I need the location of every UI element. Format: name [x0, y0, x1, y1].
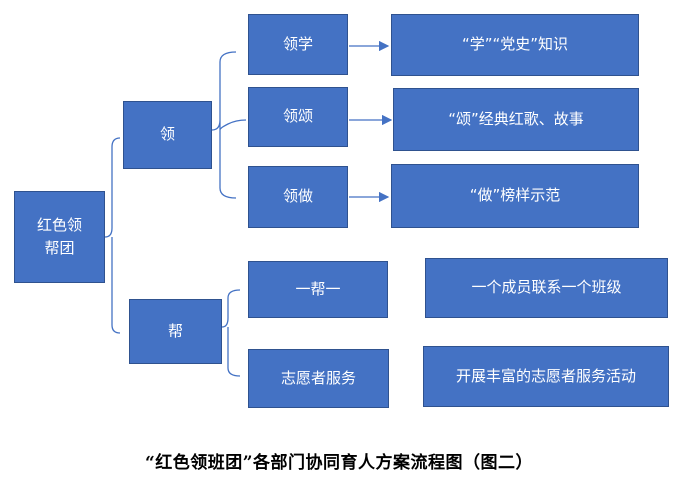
branch-ling-node: 领 — [123, 101, 212, 169]
root-node: 红色领 帮团 — [14, 191, 105, 283]
yibangyi-detail: 一个成员联系一个班级 — [425, 258, 668, 318]
ling-brace — [211, 51, 247, 199]
volunteer-node: 志愿者服务 — [248, 349, 389, 408]
root-label-line2: 帮团 — [44, 239, 75, 257]
branch-bang-node: 帮 — [129, 299, 222, 364]
lingxue-node: 领学 — [248, 14, 348, 75]
root-label-line1: 红色领 — [36, 215, 82, 234]
lingzuo-detail: “做”榜样示范 — [391, 164, 639, 228]
root-brace — [104, 137, 121, 334]
volunteer-detail: 开展丰富的志愿者服务活动 — [423, 346, 669, 407]
lingsong-node: 领颂 — [248, 87, 348, 147]
lingxue-detail: “学”“党史”知识 — [391, 14, 639, 76]
yibangyi-node: 一帮一 — [248, 261, 388, 318]
lingsong-detail: “颂”经典红歌、故事 — [393, 88, 639, 151]
bang-brace — [221, 289, 241, 377]
figure-caption: “红色领班团”各部门协同育人方案流程图（图二） — [144, 453, 534, 473]
lingzuo-node: 领做 — [248, 166, 348, 228]
